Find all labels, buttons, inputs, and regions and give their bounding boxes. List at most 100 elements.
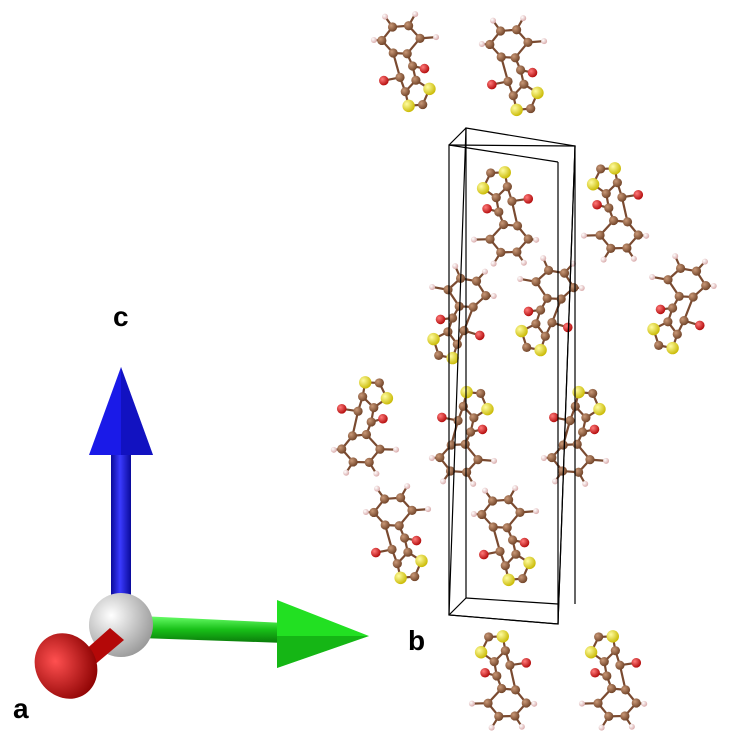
hydrogen-atom <box>382 13 389 20</box>
carbon-atom <box>418 99 428 110</box>
carbon-atom <box>519 79 529 89</box>
carbon-atom <box>540 331 550 341</box>
carbon-atom <box>620 685 631 695</box>
carbon-atom <box>459 325 469 336</box>
unit-cell <box>448 127 576 625</box>
carbon-atom <box>496 52 506 62</box>
oxygen-atom <box>487 79 497 90</box>
carbon-atom <box>387 22 398 32</box>
carbon-atom <box>348 457 358 467</box>
carbon-atom <box>523 234 533 244</box>
sulfur-atom <box>427 332 440 346</box>
hydrogen-atom <box>701 258 708 265</box>
hydrogen-atom <box>428 454 435 461</box>
carbon-atom <box>447 313 458 323</box>
carbon-atom <box>486 168 496 178</box>
carbon-atom <box>353 406 363 416</box>
carbon-atom <box>663 275 673 285</box>
carbon-atom <box>505 660 515 670</box>
carbon-atom <box>602 671 612 681</box>
sulfur-atom <box>534 343 547 357</box>
hydrogen-atom <box>540 454 547 461</box>
carbon-atom <box>515 507 525 517</box>
carbon-atom <box>674 291 684 301</box>
hydrogen-atom <box>531 700 538 707</box>
oxygen-atom <box>631 658 642 668</box>
carbon-atom <box>364 457 374 467</box>
carbon-atom <box>443 327 453 337</box>
carbon-atom <box>565 415 575 426</box>
carbon-atom <box>620 711 630 721</box>
hydrogen-atom <box>541 38 548 45</box>
molecule-6 <box>515 255 585 357</box>
carbon-atom <box>434 350 444 360</box>
hydrogen-atom <box>552 478 559 485</box>
hydrogen-atom <box>520 15 527 22</box>
hydrogen-atom <box>598 724 605 731</box>
oxygen-atom <box>590 667 600 678</box>
oxygen-atom <box>379 75 389 86</box>
carbon-atom <box>498 219 509 230</box>
hydrogen-atom <box>488 724 495 731</box>
carbon-atom <box>395 72 405 83</box>
sulfur-atom <box>586 178 600 191</box>
sulfur-atom <box>423 82 436 96</box>
carbon-atom <box>400 87 410 97</box>
hydrogen-atom <box>643 232 650 239</box>
oxygen-atom <box>480 667 490 678</box>
sulfur-atom <box>496 630 509 643</box>
carbon-atom <box>599 657 609 667</box>
carbon-atom <box>679 315 689 326</box>
carbon-atom <box>585 455 595 465</box>
carbon-atom <box>581 413 591 423</box>
carbon-atom <box>453 415 463 426</box>
carbon-atom <box>496 683 507 694</box>
oxygen-atom <box>378 413 388 424</box>
carbon-atom <box>487 496 498 506</box>
oxygen-atom <box>562 322 573 333</box>
hydrogen-atom <box>482 487 489 494</box>
carbon-atom <box>510 711 520 721</box>
hydrogen-atom <box>603 457 610 464</box>
carbon-atom <box>547 317 557 328</box>
carbon-atom <box>615 660 625 670</box>
hydrogen-atom <box>373 470 380 477</box>
carbon-atom <box>518 573 528 584</box>
hydrogen-atom <box>672 253 679 260</box>
carbon-atom <box>512 247 522 257</box>
molecule-11 <box>362 483 432 585</box>
sulfur-atom <box>666 341 679 355</box>
carbon-atom <box>595 230 605 240</box>
carbon-atom <box>510 53 520 63</box>
oxygen-atom <box>435 314 446 325</box>
carbon-atom <box>471 276 482 286</box>
carbon-atom <box>574 467 584 477</box>
carbon-atom <box>403 547 413 557</box>
carbon-atom <box>469 413 479 423</box>
sulfur-atom <box>572 385 585 399</box>
molecule-12 <box>470 485 540 587</box>
b-axis-label: b <box>408 625 425 656</box>
carbon-atom <box>443 285 453 295</box>
hydrogen-atom <box>630 255 637 262</box>
carbon-atom <box>604 711 614 721</box>
carbon-atom <box>531 277 541 287</box>
hydrogen-atom <box>520 259 527 266</box>
hydrogen-atom <box>478 41 485 48</box>
carbon-atom <box>608 215 619 226</box>
carbon-atom <box>485 39 495 50</box>
sulfur-atom <box>446 351 459 365</box>
carbon-atom <box>489 657 499 667</box>
a-axis-label: a <box>13 693 29 724</box>
carbon-atom <box>557 466 568 476</box>
sulfur-atom <box>402 99 415 113</box>
sulfur-atom <box>481 402 494 416</box>
oxygen-atom <box>523 194 534 204</box>
molecule-14 <box>578 630 648 731</box>
carbon-atom <box>511 549 521 559</box>
carbon-atom <box>502 523 512 533</box>
carbon-atom <box>504 495 514 505</box>
hydrogen-atom <box>490 260 497 267</box>
carbon-atom <box>522 342 532 352</box>
